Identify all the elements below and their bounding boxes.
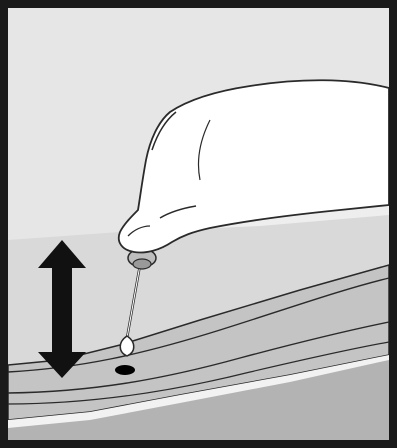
appliance-top-surface: [8, 215, 389, 365]
lower-gap: [8, 355, 389, 428]
vertical-double-arrow-icon: [38, 240, 86, 378]
lower-stripe: [8, 360, 389, 440]
tool-pin-icon: [119, 264, 142, 357]
panel-edge-line-3: [7, 341, 390, 405]
rubber-cap-icon: [127, 248, 157, 270]
hand-icon: [117, 79, 390, 254]
screw-hole-icon: [115, 365, 135, 375]
panel-edge-line-2: [7, 321, 390, 394]
